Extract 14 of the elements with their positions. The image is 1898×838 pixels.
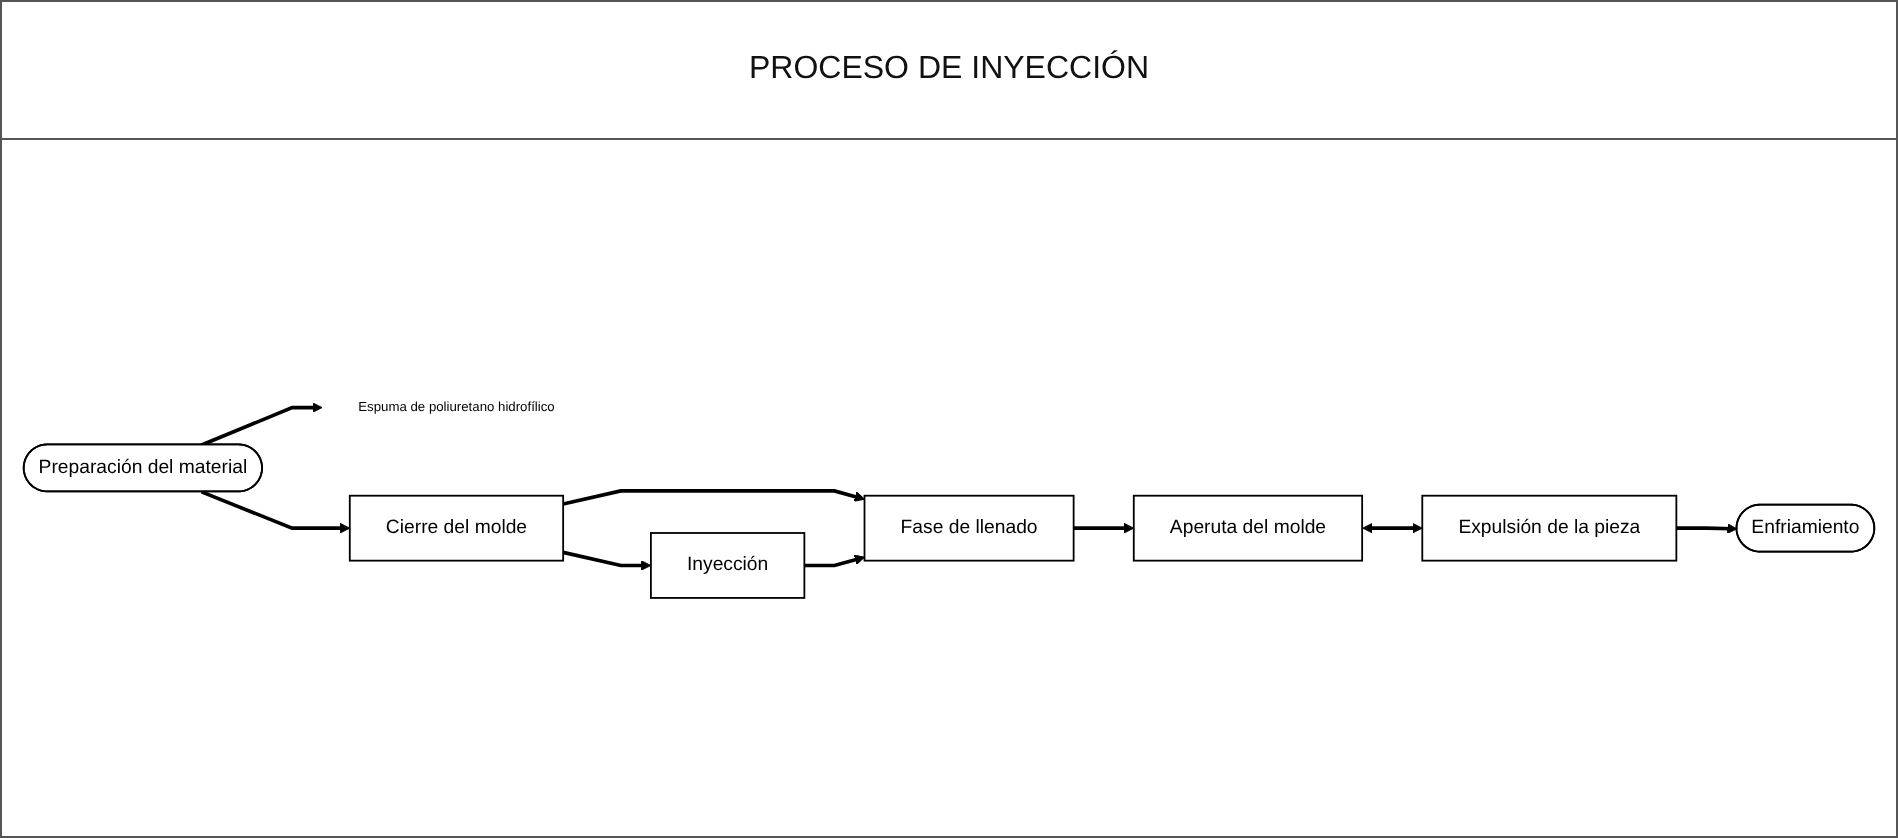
- node-box: Expulsión de la pieza: [1421, 494, 1678, 561]
- arrow: [1362, 522, 1423, 533]
- node-box: Inyección: [650, 531, 806, 599]
- arrow: [200, 489, 351, 533]
- arrow: [562, 488, 865, 505]
- arrow: [562, 549, 652, 570]
- title: PROCESO DE INYECCIÓN: [748, 52, 1150, 88]
- arrow: [1676, 522, 1738, 534]
- node-box: Cierre del molde: [348, 494, 565, 561]
- node-box: Aperuta del molde: [1132, 494, 1364, 561]
- arrow: [200, 401, 323, 446]
- arrow: [1073, 522, 1135, 533]
- node-box: Fase de llenado: [863, 494, 1075, 561]
- arrow: [804, 553, 865, 567]
